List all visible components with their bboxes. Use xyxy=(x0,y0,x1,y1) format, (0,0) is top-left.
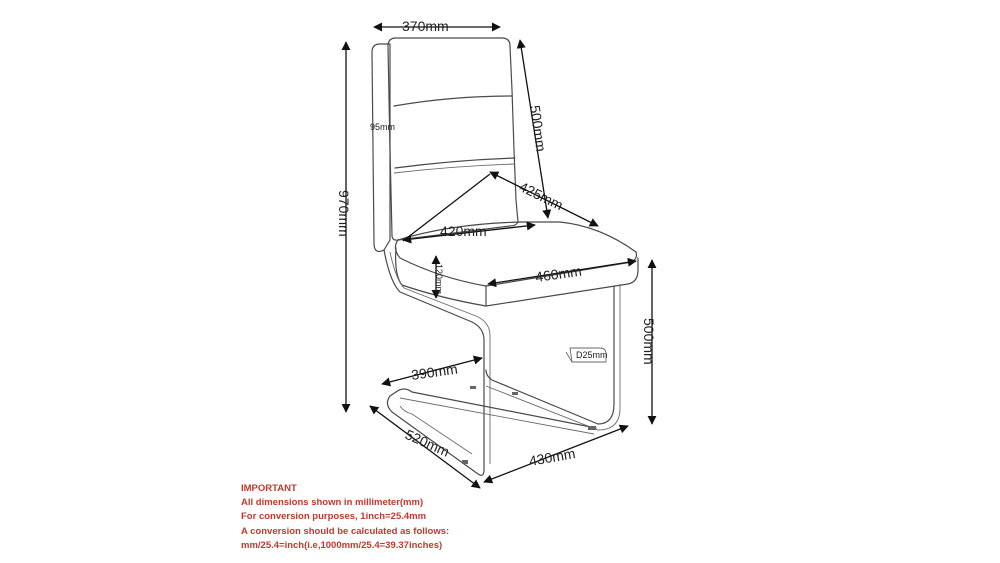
seat-top xyxy=(394,221,638,287)
label-base-width: 430mm xyxy=(528,445,577,469)
label-base-depth: 520mm xyxy=(403,426,452,460)
dim-line-seat-front-width xyxy=(402,221,536,244)
dim-line-base-depth xyxy=(369,405,481,489)
notes-line-method: A conversion should be calculated as fol… xyxy=(241,525,450,537)
dim-line-seat-back-depth xyxy=(489,171,599,227)
label-seat-height: 500mm xyxy=(641,318,657,365)
backrest-seam-lower xyxy=(393,163,516,174)
dim-line-base-width xyxy=(483,424,629,484)
dim-line-seat-depth xyxy=(487,257,637,288)
notes-title: IMPORTANT xyxy=(241,483,297,494)
backrest-panel xyxy=(387,37,519,241)
glide-front-right xyxy=(462,460,468,464)
label-seat-back-depth: 425mm xyxy=(517,178,566,213)
dim-line-base-rear xyxy=(381,355,483,387)
label-seat-depth: 460mm xyxy=(534,263,582,285)
glide-rear-right xyxy=(470,386,476,389)
dimension-lines xyxy=(341,22,657,489)
backrest-frame xyxy=(371,43,391,253)
label-total-height: 970mm xyxy=(336,190,352,237)
label-back-panel: 95mm xyxy=(370,122,395,132)
frame-base-rail xyxy=(395,388,597,429)
notes-line-conversion: For conversion purposes, 1inch=25.4mm xyxy=(241,511,427,523)
glide-rear-left xyxy=(512,392,518,395)
frame-base-rail-inner xyxy=(399,397,595,435)
chair-outline xyxy=(371,37,639,476)
tube-diameter-leader xyxy=(569,347,607,363)
label-tube-diameter: D25mm xyxy=(576,350,608,360)
label-back-width: 370mm xyxy=(402,18,449,34)
backrest-seam-middle xyxy=(394,157,516,169)
label-base-rear: 390mm xyxy=(410,361,458,383)
notes-line-units: All dimensions shown in millimeter(mm) xyxy=(241,497,424,509)
important-notes: IMPORTANT All dimensions shown in millim… xyxy=(241,482,661,553)
frame-rear-tube-inner xyxy=(389,251,491,464)
glide-front-left xyxy=(588,426,596,430)
backrest-seam-top xyxy=(393,95,513,107)
tube-diameter-pointer xyxy=(565,351,573,363)
label-seat-front-width: 420mm xyxy=(440,223,487,239)
seat-side xyxy=(395,247,487,307)
label-seat-thickness: 120mm xyxy=(434,264,444,294)
notes-line-formula: mm/25.4=inch(i.e,1000mm/25.4=39.37inches… xyxy=(241,539,443,551)
frame-front-tube xyxy=(485,285,615,425)
dimension-labels: 370mm 500mm 970mm 95mm 425mm 420mm 460mm… xyxy=(336,18,657,469)
label-back-height: 500mm xyxy=(527,104,549,152)
